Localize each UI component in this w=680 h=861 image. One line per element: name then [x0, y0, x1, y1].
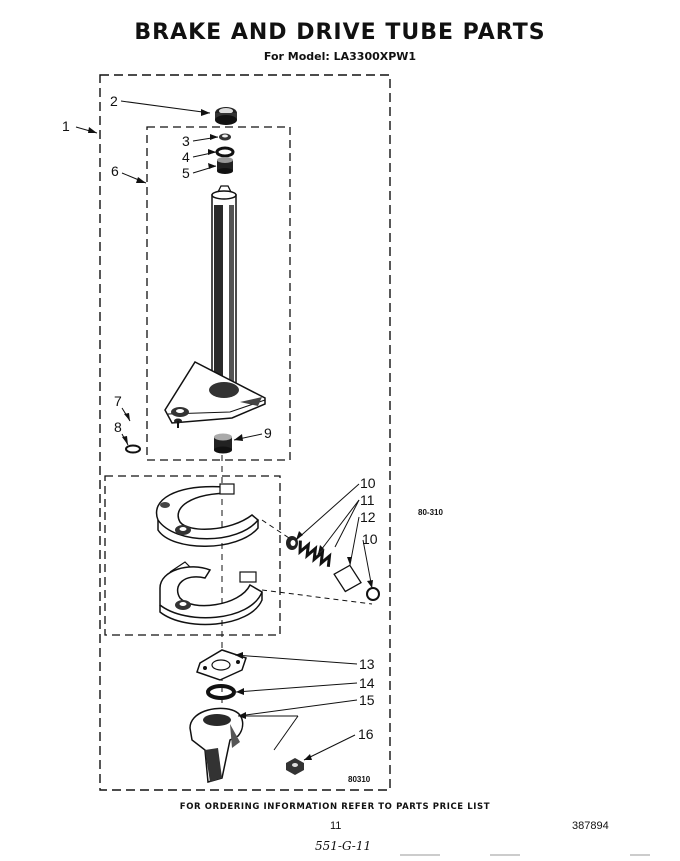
callout-11: 11 — [360, 492, 375, 508]
callout-1: 1 — [62, 118, 70, 134]
drive-tube-flange — [164, 361, 266, 424]
part-14-ring — [206, 684, 236, 700]
box-code-label: 80310 — [348, 775, 371, 784]
upper-brake-shoe — [155, 483, 260, 547]
callout-10-upper: 10 — [360, 475, 376, 491]
leader-lines — [75, 100, 373, 761]
callout-7: 7 — [114, 393, 122, 409]
part-3-nut — [219, 133, 231, 141]
model-subtitle: For Model: LA3300XPW1 — [263, 50, 417, 63]
part-11-spring — [298, 540, 332, 567]
part-5-bearing — [217, 157, 233, 174]
part-9-bushing — [214, 433, 232, 454]
callout-6: 6 — [111, 163, 119, 179]
side-code-label: 80-310 — [418, 508, 443, 517]
callout-8: 8 — [114, 419, 122, 435]
callout-9: 9 — [264, 425, 272, 441]
part-2-seal — [215, 107, 237, 125]
callout-5: 5 — [182, 165, 190, 181]
arrowheads — [88, 109, 373, 760]
handwritten-note: 551-G-11 — [315, 839, 372, 853]
drive-tube-outline-6 — [146, 126, 291, 461]
callout-15: 15 — [359, 692, 375, 708]
part-12-pin — [333, 564, 362, 593]
part-4-washer — [215, 146, 235, 158]
ordering-note: FOR ORDERING INFORMATION REFER TO PARTS … — [179, 802, 491, 812]
assembly-outline-1 — [99, 74, 391, 791]
part-10-spring-cap-lower — [366, 587, 380, 601]
callout-16: 16 — [358, 726, 374, 742]
part-7-screw — [174, 418, 182, 428]
callout-14: 14 — [359, 675, 375, 691]
callout-13: 13 — [359, 656, 375, 672]
part-13-plate — [196, 649, 247, 681]
page-title: BRAKE AND DRIVE TUBE PARTS — [134, 20, 546, 45]
brake-shoe-outline — [104, 475, 281, 636]
part-15-hub — [189, 707, 244, 783]
part-8-washer — [125, 444, 141, 454]
part-10-spring-cap-upper — [286, 536, 298, 550]
callout-10-lower: 10 — [362, 531, 378, 547]
drive-tube-shaft — [211, 185, 237, 386]
callout-4: 4 — [182, 149, 190, 165]
callout-12: 12 — [360, 509, 376, 525]
document-number: 387894 — [572, 820, 609, 832]
callout-3: 3 — [182, 133, 190, 149]
callout-2: 2 — [110, 93, 118, 109]
part-16-nut — [286, 758, 304, 775]
lower-brake-shoe — [159, 561, 263, 626]
page-number: 11 — [330, 820, 342, 832]
